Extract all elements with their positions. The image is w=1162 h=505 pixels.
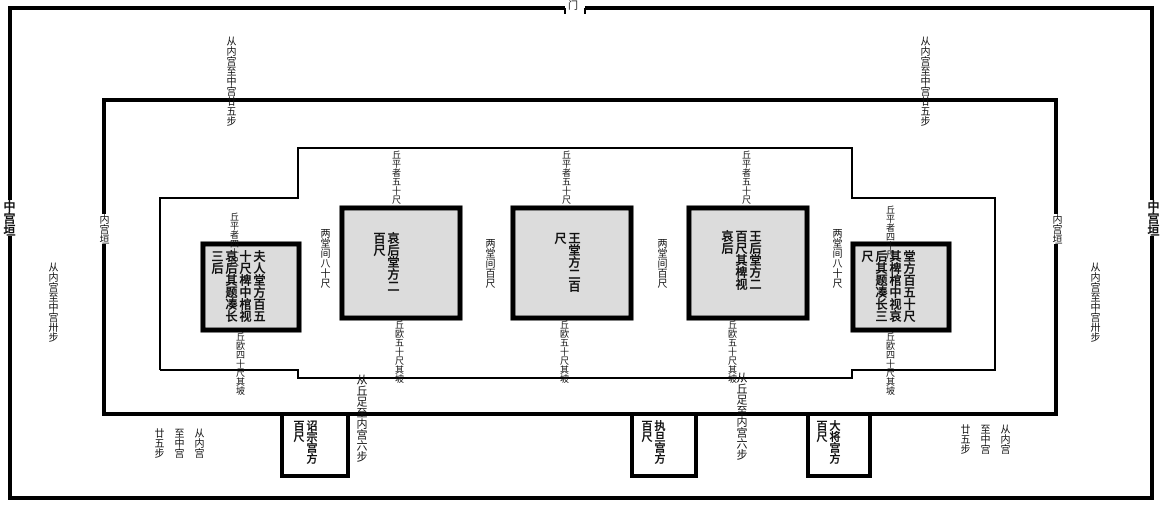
hall-note-top-4: 丘平者五十尺: [740, 150, 750, 204]
note-top-left: 从内宫至中宫廿五步: [224, 36, 235, 126]
hall-note-bottom-3: 丘欧五十尺其坡: [558, 320, 568, 383]
gap-label-2: 两堂间百尺: [483, 238, 494, 288]
hall-note-top-3: 丘平者五十尺: [560, 150, 570, 204]
annex-text-2: 执旦宫方百尺: [640, 420, 666, 464]
hall-fill-1: [206, 247, 296, 327]
hall-note-bottom-2: 丘欧五十尺其坡: [393, 320, 403, 383]
note-bottom-left-b: 至中宫: [172, 428, 183, 458]
note-top-right: 从内宫至中宫廿五步: [918, 36, 929, 126]
gap-label-1: 两堂间八十尺: [318, 228, 329, 288]
gap-label-4: 两堂间八十尺: [830, 228, 841, 288]
hall-frame-1: [200, 241, 302, 333]
hall-text-4: 王后堂方二百尺其椑视哀后: [720, 230, 762, 290]
annex-frame-1: [280, 412, 350, 478]
hall-text-2: 哀后堂方二百尺: [372, 232, 400, 292]
note-bottom-left-a: 从内宫: [192, 428, 203, 458]
hall-fill-2: [345, 211, 457, 315]
note-bottom-left-c: 廿五步: [152, 428, 163, 458]
hall-note-bottom-4: 丘欧五十尺其坡: [726, 320, 736, 383]
annex-frame-3: [806, 412, 872, 478]
gate-label: 门: [568, 1, 578, 12]
hall-frame-3: [510, 205, 634, 321]
mound-note-left: 从丘足至内宫六步: [355, 374, 368, 462]
note-bottom-right-a: 从内宫: [998, 424, 1009, 454]
annex-text-3: 大将宫方百尺: [815, 420, 841, 464]
hall-note-top-1: 丘平者四十尺: [228, 212, 238, 266]
outer-wall-label-left: 中宫垣: [2, 200, 16, 236]
inner-wall-label-left: 内宫垣: [97, 214, 108, 244]
hall-note-top-2: 丘平者五十尺: [390, 150, 400, 204]
hall-fill-3: [516, 211, 628, 315]
hall-note-top-5: 丘平者四十尺: [884, 205, 894, 259]
gap-label-3: 两堂间百尺: [655, 238, 666, 288]
hall-fill-4: [692, 211, 804, 315]
hall-note-bottom-5: 丘欧四十尺其坡: [884, 332, 894, 395]
hall-text-5: 堂方百五十尺其椑棺中视哀后其题凑长三尺: [860, 250, 916, 322]
hall-text-3: 王堂方二百尺: [553, 232, 581, 292]
annex-frame-2: [630, 412, 698, 478]
hall-frame-2: [339, 205, 463, 321]
note-side-right: 从内宫至中宫卅步: [1088, 262, 1099, 342]
annex-text-1: 诏宗宫方百尺: [292, 420, 318, 464]
hall-frame-5: [850, 241, 952, 333]
outer-wall-label-right: 中宫垣: [1146, 200, 1160, 236]
note-side-left: 从内宫至中宫卅步: [46, 262, 57, 342]
note-bottom-right-b: 至中宫: [978, 424, 989, 454]
inner-wall-label-right: 内宫垣: [1050, 214, 1061, 244]
note-bottom-right-c: 廿五步: [958, 424, 969, 454]
mound-note-right: 从丘足至内宫六步: [735, 372, 748, 460]
mound-outline: [159, 147, 996, 379]
inner-wall: [102, 98, 1058, 416]
hall-fill-5: [856, 247, 946, 327]
hall-frame-4: [686, 205, 810, 321]
hall-note-bottom-1: 丘欧四十尺其坡: [234, 332, 244, 395]
hall-text-1: 夫人堂方百五十尺椑中棺视哀后其题凑长三后: [210, 250, 266, 322]
